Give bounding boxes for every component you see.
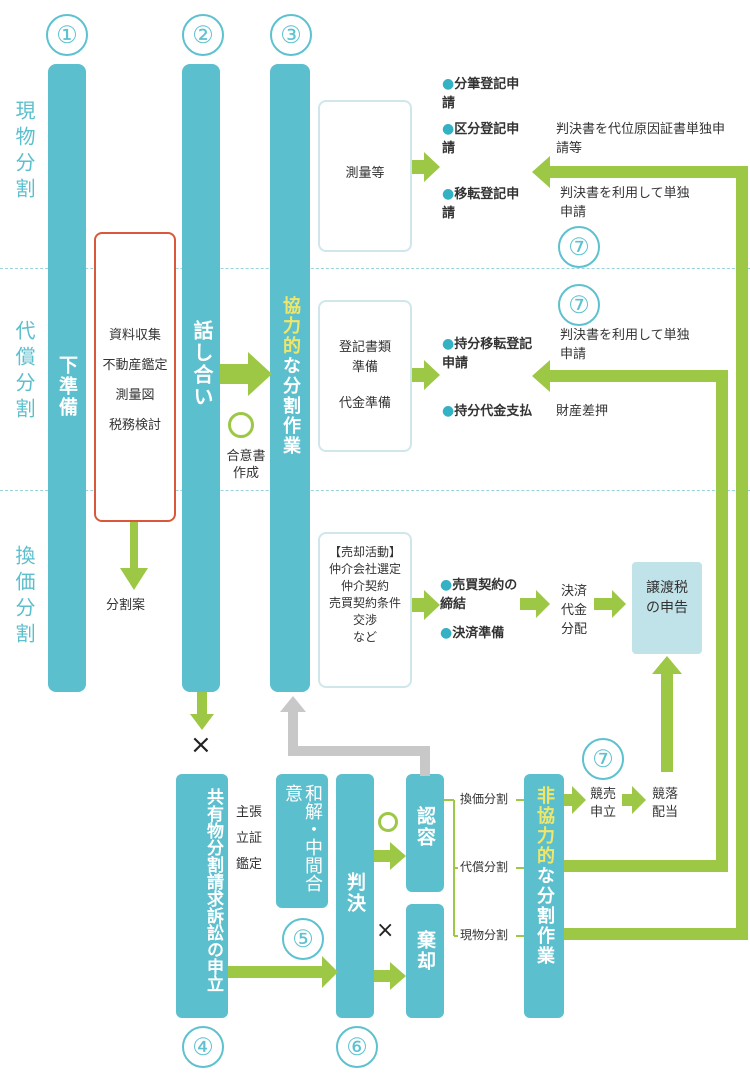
step-number-7: ⑦ [558,226,600,268]
step-number-5: ⑤ [282,918,324,960]
suit-label: 共有物分割請求訴訟の申立 [203,788,223,992]
label-genbutsu: 現物分割 [12,100,36,204]
genbutsu-box-label: 測量等 [345,166,385,181]
prep-item: 資料収集 [108,328,161,343]
column-settle [276,774,328,908]
arrow-return [532,156,748,940]
genbutsu-item: ●移転登記申請 [442,186,520,221]
daisho-item: ●持分代金支払 [442,403,533,419]
label-daisho: 代償分割 [12,320,36,424]
kanka-box-line: など [352,630,377,644]
prep-item: 不動産鑑定 [102,358,168,373]
prep-item: 測量図 [115,388,155,403]
genbutsu-note: 判決書を利用して単独申請 [560,186,690,220]
kanka-settle: 決済代金分配 [560,584,587,637]
ng-mark: × [190,730,212,760]
branch-label: 換価分割 [460,792,509,806]
column-suit [176,774,228,1018]
kanka-item: ●売買契約の締結 [440,577,518,612]
judge-label: 判決 [344,872,366,914]
section-divider [0,490,750,491]
arrow-gray [280,696,430,776]
column-judge [336,774,374,1018]
step-number-1: ① [46,14,88,56]
distribution-label: 競落配当 [651,787,678,820]
branch-label: 現物分割 [460,928,509,942]
settle-label: 和解・中間合意 [282,784,323,892]
section-divider [0,268,750,269]
ok-mark [378,812,398,832]
column-talk [182,64,220,692]
branch-lines [444,799,524,937]
coop-label: 協力的な分割作業 [280,296,301,456]
daisho-box: 登記書類準備 代金準備 [318,300,412,452]
genbutsu-note: 判決書を代位原因証書単独申請等 [556,122,726,156]
daisho-box-label: 登記書類準備 [338,340,391,375]
prep-box: 資料収集 不動産鑑定 測量図 税務検討 [94,232,176,522]
arrow-prep-down [120,522,148,590]
tax-label: 譲渡税の申告 [646,580,688,616]
daisho-box-label: 代金準備 [338,396,391,411]
kanka-box-line: 売買契約条件 [328,596,401,610]
arrow-suit-judge [228,956,338,988]
prep-label: 下準備 [56,355,78,418]
arrow-talk-coop [220,352,272,396]
kanka-item: ●決済準備 [440,625,505,641]
prep-item: 税務検討 [108,418,161,433]
genbutsu-box: 測量等 [318,100,412,252]
step-number-2: ② [182,14,224,56]
box-reject [406,904,444,1018]
daisho-note: 財産差押 [556,404,609,419]
ng-mark: × [376,918,395,943]
kanka-box-title: 【売却活動】 [328,545,401,559]
auction-label: 競売申立 [589,787,616,820]
daisho-note: 判決書を利用して単独申請 [560,328,690,362]
step-number-7: ⑦ [558,284,600,326]
accept-label: 認容 [414,806,436,848]
arrow-talk-down [190,692,214,730]
step-number-6: ⑥ [336,1026,378,1068]
prep-output: 分割案 [106,598,146,613]
kanka-box-line: 交渉 [352,613,377,627]
tax-box: 譲渡税の申告 [632,562,702,654]
column-coop [270,64,310,692]
daisho-item: ●持分移転登記申請 [442,336,533,371]
step-number-7: ⑦ [582,738,624,780]
arrow-tax-up [652,656,682,772]
kanka-box-line: 仲介契約 [340,579,389,593]
column-prep [48,64,86,692]
arrow-row [412,152,626,620]
arrow-auction [564,786,646,814]
talk-label: 話し合い [190,320,214,408]
branch-label: 代償分割 [460,860,509,874]
kanka-box-line: 仲介会社選定 [328,562,401,576]
genbutsu-item: ●区分登記申請 [442,121,520,156]
agree-label: 合意書作成 [226,449,266,481]
agree-circle [228,412,254,438]
box-accept [406,774,444,892]
noncoop-label: 非協力的な分割作業 [534,786,555,966]
genbutsu-item: ●分筆登記申請 [442,76,520,111]
step-number-3: ③ [270,14,312,56]
suit-side-notes: 主張立証鑑定 [236,805,263,872]
reject-label: 棄却 [414,930,436,972]
arrow-judge-result [374,842,406,990]
column-noncoop [524,774,564,1018]
kanka-box: 【売却活動】 仲介会社選定 仲介契約 売買契約条件 交渉 など [318,532,412,688]
label-kanka: 換価分割 [12,545,36,649]
step-number-4: ④ [182,1026,224,1068]
